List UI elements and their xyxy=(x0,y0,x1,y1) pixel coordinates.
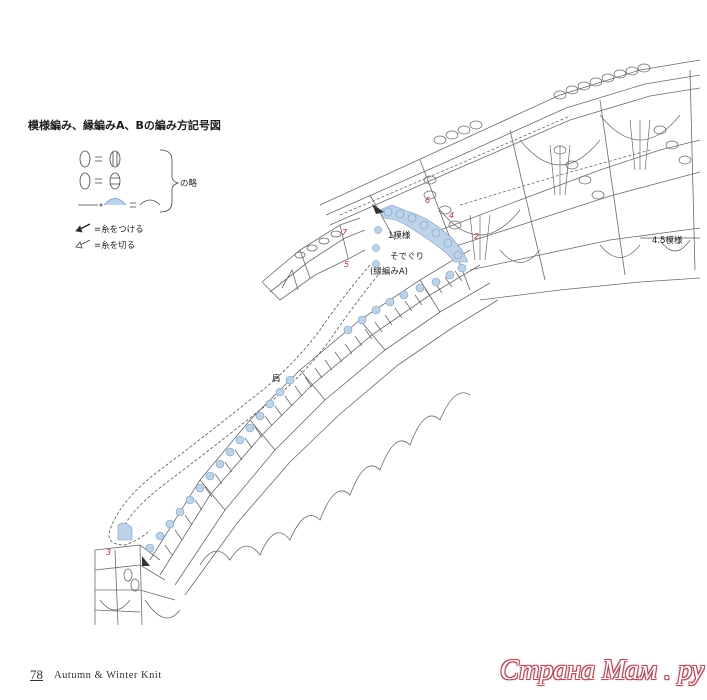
armhole-outline xyxy=(108,264,371,546)
row-number-5: 5 xyxy=(344,260,350,269)
legend-title: 模様編み、縁編みA、Bの編み方記号図 xyxy=(28,119,221,132)
row-number-6: 6 xyxy=(425,196,431,205)
repeat-label: 1模様 xyxy=(388,231,411,241)
shell-motifs xyxy=(423,63,692,263)
row-number-2: 2 xyxy=(474,232,480,241)
shoulder-band xyxy=(149,249,499,596)
left-upper-strip xyxy=(261,217,366,301)
pattern-count-label: 4.5模様 xyxy=(652,236,683,246)
attach-yarn-icon xyxy=(142,204,384,566)
row-number-7: 7 xyxy=(342,228,348,237)
edging-b-highlight xyxy=(117,375,295,553)
book-title: Autumn & Winter Knit xyxy=(54,670,162,681)
legend-attach-label: =糸をつける xyxy=(94,225,144,235)
site-watermark: Страна Мам . ру xyxy=(500,655,705,686)
sodeguri-label: そでぐり xyxy=(390,252,425,262)
legend-icons xyxy=(75,149,180,249)
legend-abbrev-label: の略 xyxy=(180,179,198,189)
shoulder-label: 肩 xyxy=(272,374,281,384)
armhole-outline-inner xyxy=(121,274,379,531)
edging-a-label: (縁編みA) xyxy=(370,267,408,277)
page-number: 78 xyxy=(30,667,43,682)
yoke-panel xyxy=(319,59,701,301)
row-number-4: 4 xyxy=(449,211,455,220)
edging-a-highlight xyxy=(343,204,469,335)
row-number-3: 3 xyxy=(106,548,112,557)
bottom-left-corner xyxy=(94,544,181,626)
legend-cut-label: =糸を切る xyxy=(94,241,136,251)
